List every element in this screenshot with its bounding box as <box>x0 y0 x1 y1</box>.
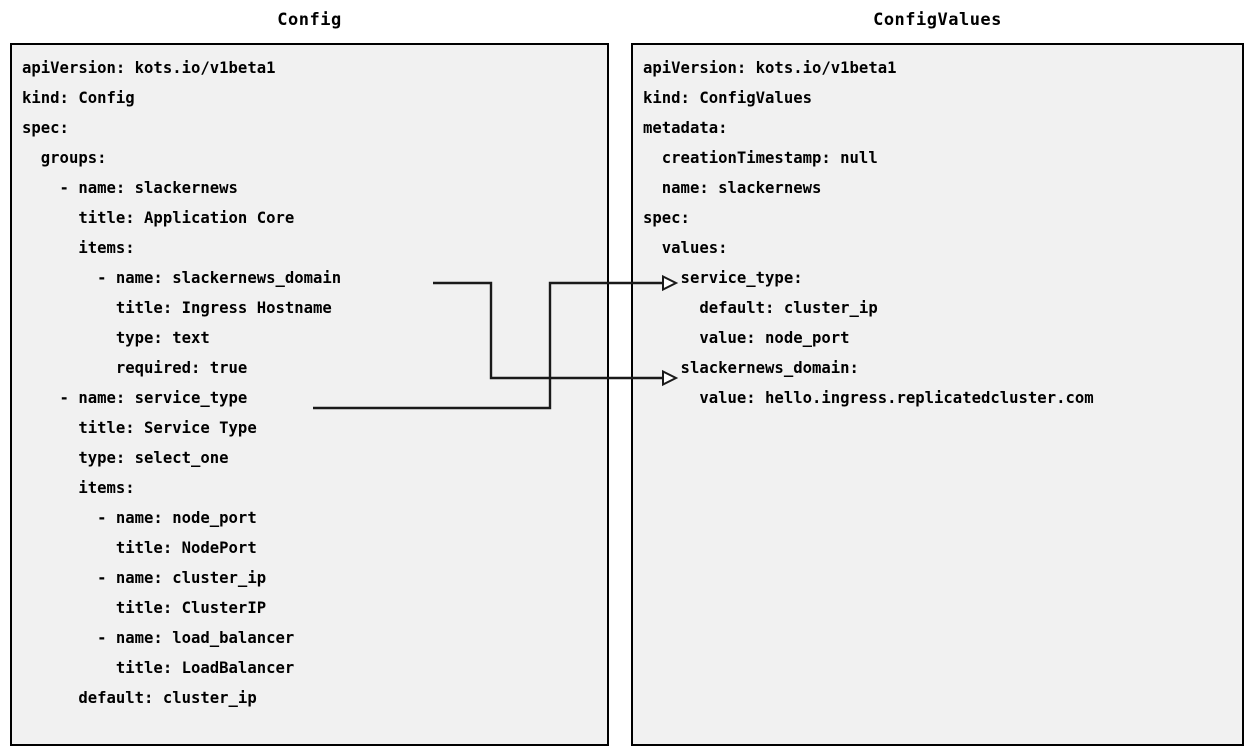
yaml-line: title: ClusterIP <box>22 599 267 617</box>
yaml-line: - name: load_balancer <box>22 629 295 647</box>
yaml-line: type: text <box>22 329 210 347</box>
yaml-line: items: <box>22 239 135 257</box>
yaml-line: items: <box>22 479 135 497</box>
yaml-line: service_type: <box>643 269 803 287</box>
config-yaml-panel: apiVersion: kots.io/v1beta1 kind: Config s… <box>10 43 609 746</box>
yaml-line: title: Ingress Hostname <box>22 299 332 317</box>
yaml-line: spec: <box>643 209 690 227</box>
configvalues-yaml-block: apiVersion: kots.io/v1beta1 kind: ConfigV… <box>643 53 1094 413</box>
yaml-line: - name: cluster_ip <box>22 569 267 587</box>
yaml-line: - name: service_type <box>22 389 248 407</box>
yaml-line: title: LoadBalancer <box>22 659 295 677</box>
yaml-line: name: slackernews <box>643 179 822 197</box>
yaml-line: slackernews_domain: <box>643 359 859 377</box>
config-yaml-block: apiVersion: kots.io/v1beta1 kind: Config s… <box>22 53 341 713</box>
configvalues-yaml-panel: apiVersion: kots.io/v1beta1 kind: ConfigV… <box>631 43 1244 746</box>
yaml-line: type: select_one <box>22 449 229 467</box>
yaml-line: - name: slackernews_domain <box>22 269 342 287</box>
yaml-line: default: cluster_ip <box>22 689 257 707</box>
yaml-line: title: Application Core <box>22 209 295 227</box>
yaml-line: kind: ConfigValues <box>643 89 812 107</box>
yaml-line: title: NodePort <box>22 539 257 557</box>
yaml-line: default: cluster_ip <box>643 299 878 317</box>
yaml-line: apiVersion: kots.io/v1beta1 <box>22 59 276 77</box>
yaml-line: required: true <box>22 359 248 377</box>
yaml-line: title: Service Type <box>22 419 257 437</box>
yaml-line: creationTimestamp: null <box>643 149 878 167</box>
panel-title-configvalues: ConfigValues <box>873 10 1002 30</box>
yaml-line: groups: <box>22 149 107 167</box>
yaml-line: value: hello.ingress.replicatedcluster.c… <box>643 389 1094 407</box>
yaml-line: value: node_port <box>643 329 850 347</box>
yaml-line: spec: <box>22 119 69 137</box>
yaml-line: - name: slackernews <box>22 179 238 197</box>
panel-title-config: Config <box>277 10 342 30</box>
yaml-line: apiVersion: kots.io/v1beta1 <box>643 59 897 77</box>
yaml-line: metadata: <box>643 119 728 137</box>
yaml-line: values: <box>643 239 728 257</box>
yaml-line: - name: node_port <box>22 509 257 527</box>
yaml-line: kind: Config <box>22 89 135 107</box>
